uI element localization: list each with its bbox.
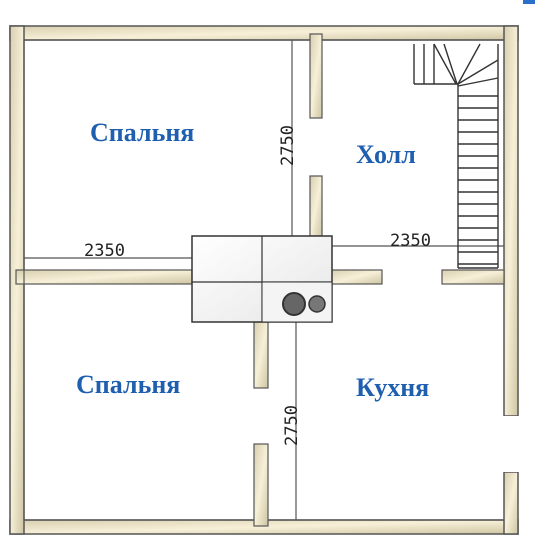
wall-upper-vertical-top	[309, 33, 323, 119]
wall-mid-center	[329, 269, 383, 285]
burner-large	[282, 292, 306, 316]
wall-top	[9, 25, 519, 41]
wall-lower-vertical-top	[253, 321, 269, 389]
wall-mid-right	[441, 269, 505, 285]
room-label-bedroom-top: Спальня	[90, 118, 195, 147]
dim-right-horizontal: 2350	[390, 231, 431, 251]
burner-small	[308, 295, 326, 313]
wall-lower-vertical-bottom	[253, 443, 269, 527]
dim-bottom-vertical: 2750	[282, 405, 302, 446]
wall-upper-vertical-bottom	[309, 175, 323, 237]
room-label-bedroom-bottom: Спальня	[76, 370, 181, 399]
dim-top-vertical: 2750	[278, 125, 298, 166]
corner-marker	[523, 0, 535, 4]
room-label-kitchen: Кухня	[356, 373, 430, 402]
room-label-hall: Холл	[356, 140, 416, 169]
wall-mid-left	[15, 269, 193, 285]
dim-left-horizontal: 2350	[84, 241, 125, 261]
wall-right-upper	[503, 25, 519, 417]
staircase	[413, 43, 499, 269]
stove-block	[191, 235, 333, 323]
wall-right-lower	[503, 471, 519, 535]
